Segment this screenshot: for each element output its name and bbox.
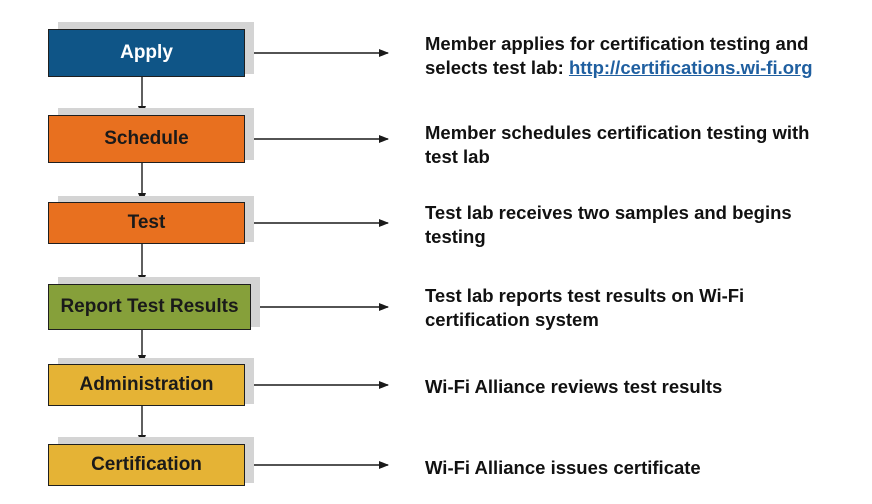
apply-step-label: Apply xyxy=(120,42,173,63)
certification-step-label: Certification xyxy=(91,454,202,475)
apply-step-description: Member applies for certification testing… xyxy=(425,32,865,80)
report-step-label: Report Test Results xyxy=(60,296,239,317)
apply-step-box: Apply xyxy=(48,29,245,77)
certification-step-description: Wi-Fi Alliance issues certificate xyxy=(425,457,701,478)
administration-step-label: Administration xyxy=(79,374,214,395)
report-step-description: Test lab reports test results on Wi-Fi c… xyxy=(425,285,745,330)
certification-step-box: Certification xyxy=(48,444,245,486)
administration-step-description: Wi-Fi Alliance reviews test results xyxy=(425,376,723,397)
administration-step-box: Administration xyxy=(48,364,245,406)
schedule-step-box: Schedule xyxy=(48,115,245,163)
test-step-box: Test xyxy=(48,202,245,244)
certifications-link[interactable]: http://certifications.wi-fi.org xyxy=(568,57,813,78)
test-step-label: Test xyxy=(127,212,166,233)
test-step-description: Test lab receives two samples and begins… xyxy=(425,202,792,247)
schedule-step-label: Schedule xyxy=(104,128,189,149)
schedule-step-description: Member schedules certification testing w… xyxy=(425,122,810,167)
apply-description-text: Member applies for certification testing… xyxy=(425,33,809,78)
report-step-box: Report Test Results xyxy=(48,284,251,330)
